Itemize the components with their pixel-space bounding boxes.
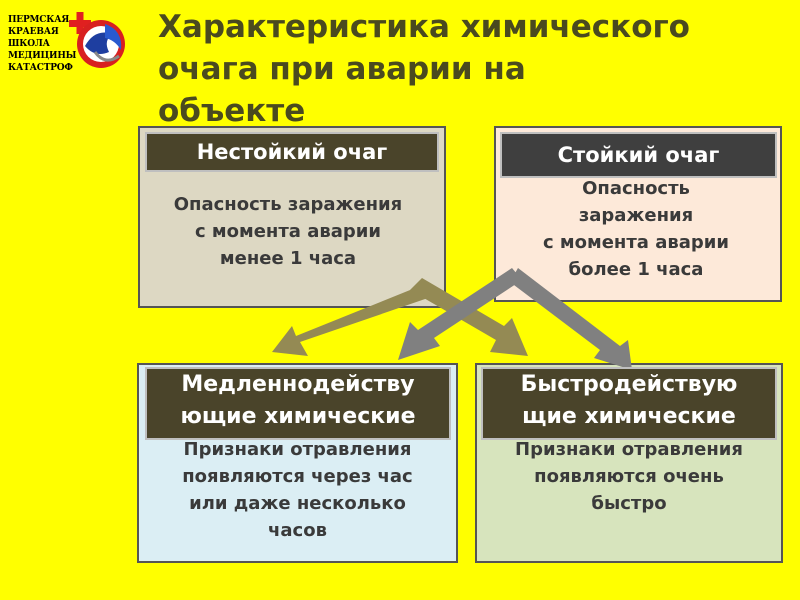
- page-title: Характеристика химического очага при ава…: [158, 9, 690, 129]
- arrow-unstable-to-slow: [272, 286, 428, 356]
- stable-focus-header: Стойкий очаг: [500, 132, 777, 178]
- arrow-unstable-to-fast: [410, 278, 528, 356]
- unstable-focus-text: Опасность заражения с момента аварии мен…: [173, 194, 403, 269]
- arrow-stable-to-slow: [398, 268, 522, 360]
- slow-acting-header: Медленнодейству ющие химические вещества: [145, 367, 451, 440]
- unstable-focus-header: Нестойкий очаг: [145, 132, 439, 172]
- fast-acting-header: Быстродействую щие химические вещества: [481, 367, 777, 440]
- logo-text: ПЕРМСКАЯ КРАЕВАЯ ШКОЛА МЕДИЦИНЫ КАТАСТРО…: [8, 15, 77, 73]
- stable-focus-text: Опасность заражения с момента аварии бол…: [542, 178, 729, 280]
- logo: ПЕРМСКАЯ КРАЕВАЯ ШКОЛА МЕДИЦИНЫ КАТАСТРО…: [3, 6, 153, 76]
- fast-acting-text: Признаки отравления появляются очень быс…: [515, 439, 743, 514]
- medicine-emblem-icon: [69, 12, 125, 68]
- slow-acting-text: Признаки отравления появляются через час…: [182, 439, 413, 541]
- arrow-stable-to-fast: [510, 268, 632, 370]
